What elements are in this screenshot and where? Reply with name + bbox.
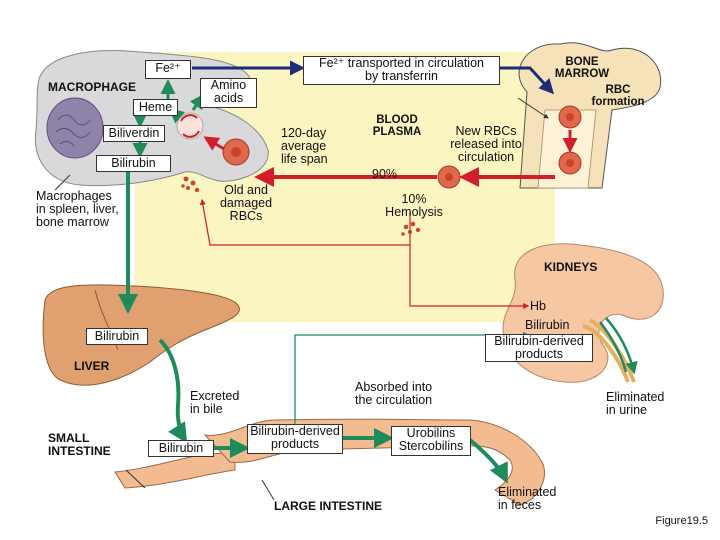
liver-title: LIVER xyxy=(74,359,110,373)
new-rbcs-label: New RBCs released into circulation xyxy=(450,124,522,164)
absorbed-label: Absorbed into the circulation xyxy=(355,380,433,407)
arrow-hemolysis-to-old xyxy=(199,198,411,246)
amino-acids-label: Amino acids xyxy=(210,78,247,105)
bilirubin-products-intestine-label: Bilirubin-derived products xyxy=(250,424,340,451)
urobilins-label: Urobilins Stercobilins xyxy=(398,426,464,453)
percent-90-label: 90% xyxy=(372,167,398,181)
biliverdin-box: Biliverdin xyxy=(103,125,165,142)
fe-macrophage-label: Fe²⁺ xyxy=(155,61,181,75)
lifespan-label: 120-day average life span xyxy=(281,126,328,166)
pointer-macrophage xyxy=(54,174,71,191)
bilirubin-products-kidney-label: Bilirubin-derived products xyxy=(494,334,584,361)
kidneys-title: KIDNEYS xyxy=(544,260,598,274)
bilirubin-macrophage-box: Bilirubin xyxy=(96,155,171,172)
bilirubin-liver-label: Bilirubin xyxy=(94,329,140,343)
bilirubin-liver-box: Bilirubin xyxy=(86,328,148,345)
pointer-bone-marrow xyxy=(517,97,549,119)
arrow-rbc-to-macrophage xyxy=(203,136,225,151)
small-intestine-title: SMALL INTESTINE xyxy=(48,431,111,458)
bone-marrow-title: BONE MARROW xyxy=(554,56,610,80)
macrophages-location-note: Macrophages in spleen, liver, bone marro… xyxy=(36,189,119,229)
heme-box: Heme xyxy=(133,99,178,116)
bilirubin-products-kidney-box: Bilirubin-derived products xyxy=(485,334,593,362)
eliminated-urine-label: Eliminated in urine xyxy=(606,390,665,417)
arrows-to-urine xyxy=(599,317,634,372)
small-intestine xyxy=(114,451,236,489)
arrow-fe-to-marrow xyxy=(500,66,555,95)
rbc-plasma-center xyxy=(231,147,241,157)
pointer-small-intestine xyxy=(125,469,146,489)
old-rbcs-label: Old and damaged RBCs xyxy=(219,183,273,223)
rbc-formation-label: RBC formation xyxy=(591,84,645,108)
blood-plasma-title: BLOOD PLASMA xyxy=(372,114,422,138)
rbc-marrow-bottom-center xyxy=(566,159,574,167)
macrophage-nucleus xyxy=(46,97,104,159)
arrow-absorbed xyxy=(294,331,530,425)
bilirubin-kidney-label: Bilirubin xyxy=(525,318,570,332)
excreted-bile-label: Excreted in bile xyxy=(190,389,240,416)
biliverdin-label: Biliverdin xyxy=(108,126,160,140)
amino-acids-box: Amino acids xyxy=(200,78,257,108)
arrow-to-feces xyxy=(468,438,508,484)
arrow-liver-to-intestine xyxy=(158,338,188,444)
fe-macrophage-box: Fe²⁺ xyxy=(145,60,191,79)
rbc-marrow-top-center xyxy=(566,113,574,121)
pointer-large-intestine xyxy=(261,479,275,501)
macrophage-title: MACROPHAGE xyxy=(48,80,137,94)
arrow-hemolysis-to-kidney xyxy=(409,245,530,309)
heme-label: Heme xyxy=(138,100,173,114)
figure-caption: Figure19.5 xyxy=(655,515,708,527)
large-intestine-title: LARGE INTESTINE xyxy=(274,499,383,513)
fe-transport-box: Fe²⁺ transported in circulation by trans… xyxy=(303,56,500,85)
urobilins-box: Urobilins Stercobilins xyxy=(391,426,471,456)
rbc-new-center xyxy=(445,173,453,181)
bilirubin-intestine-label: Bilirubin xyxy=(158,441,204,455)
eliminated-feces-label: Eliminated in feces xyxy=(498,485,557,512)
hemolysis-label: 10% Hemolysis xyxy=(385,192,443,219)
old-rbc-fragments xyxy=(181,176,200,193)
bilirubin-products-intestine-box: Bilirubin-derived products xyxy=(247,424,343,454)
fe-transport-label: Fe²⁺ transported in circulation by trans… xyxy=(318,56,484,83)
bilirubin-intestine-box: Bilirubin xyxy=(148,440,214,457)
hemolysis-fragments xyxy=(401,221,421,236)
hb-label: Hb xyxy=(530,299,546,313)
engulfed-rbc xyxy=(176,112,204,140)
bilirubin-macrophage-label: Bilirubin xyxy=(111,156,156,170)
nucleus-texture xyxy=(55,114,91,147)
